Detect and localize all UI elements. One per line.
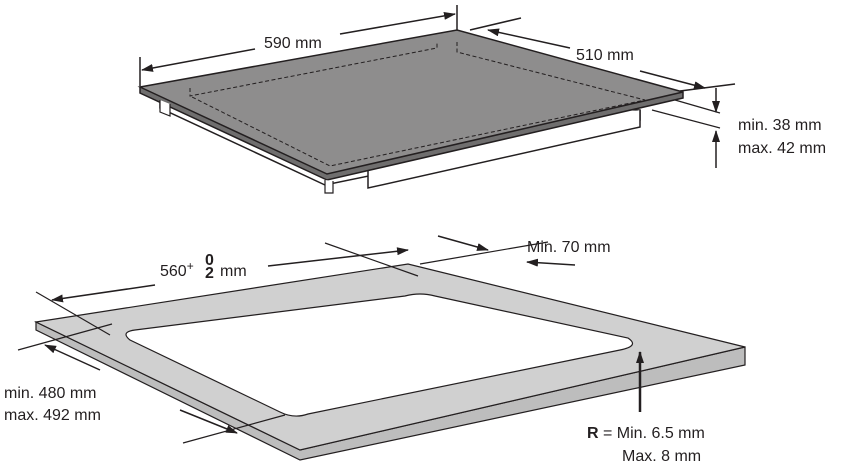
dimension-thickness xyxy=(651,88,721,168)
hob-width-label: 590 mm xyxy=(264,35,322,52)
cutout-depth-min: min. 480 mm xyxy=(4,385,96,402)
hob-illustration xyxy=(137,29,684,194)
hob-underside-front xyxy=(367,110,641,189)
hob-inner-outline xyxy=(189,42,646,167)
cutout-inner-outline xyxy=(137,301,619,411)
dimension-590 xyxy=(139,5,458,86)
cutout-width-unit: mm xyxy=(220,263,247,280)
cutout-margin-label: Min. 70 mm xyxy=(527,239,611,256)
dimension-depth xyxy=(17,323,286,444)
radius-max-label: Max. 8 mm xyxy=(622,448,701,465)
countertop-illustration xyxy=(34,263,746,461)
hob-thickness-min: min. 38 mm xyxy=(738,117,822,134)
cutout-tolerance-lower: 2 xyxy=(205,265,214,282)
dimension-margin xyxy=(419,235,576,267)
radius-label: R = Min. 6.5 mm xyxy=(587,425,705,442)
cutout-tolerance-upper: 0 xyxy=(205,252,214,269)
cutout-width-base: 560+ xyxy=(160,259,194,280)
hob-left-leg xyxy=(159,100,171,117)
hob-thickness-max: max. 42 mm xyxy=(738,140,826,157)
hob-glass-top xyxy=(137,29,684,175)
countertop-surface xyxy=(34,263,746,451)
hob-depth-label: 510 mm xyxy=(576,47,634,64)
dimension-510 xyxy=(469,17,736,92)
hob-front-leg xyxy=(324,180,334,194)
cutout-depth-max: max. 492 mm xyxy=(4,407,101,424)
